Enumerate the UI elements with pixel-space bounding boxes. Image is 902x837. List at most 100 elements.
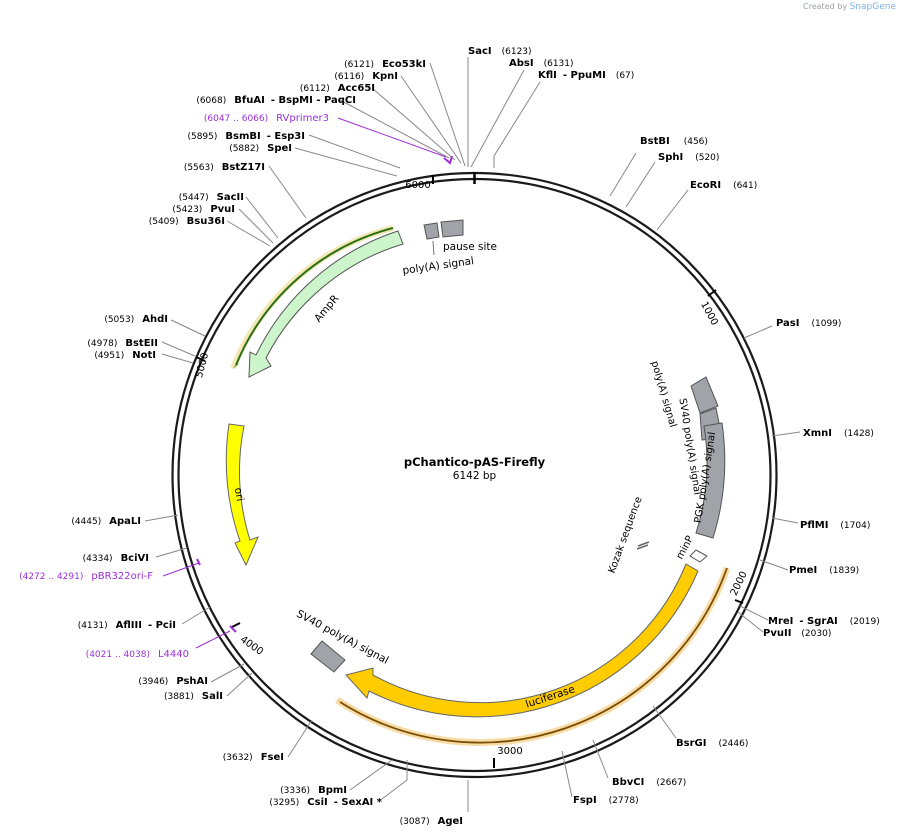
leader-bsu36i xyxy=(226,220,271,247)
kozak-mark-b xyxy=(636,544,649,550)
leader-pvui xyxy=(238,208,274,244)
site-pmei-pos: (1839) xyxy=(829,566,859,576)
site-bbvci-pos: (2667) xyxy=(656,778,686,788)
site-kfli-name: KflI xyxy=(538,70,557,81)
site-bstbi-name: BstBI xyxy=(640,136,670,147)
site-sali: (3881)SalI xyxy=(164,691,223,702)
leader-bsrgi xyxy=(652,705,677,739)
site-pshai-pos: (3946) xyxy=(138,677,168,687)
leader-l4440 xyxy=(195,630,231,649)
leader-sali xyxy=(226,672,253,697)
site-pshai: (3946) PshAI xyxy=(138,676,208,687)
site-pflmi-pos: (1704) xyxy=(840,521,870,531)
site-agei: (3087) AgeI xyxy=(400,816,463,827)
site-bcivi-pos: (4334) xyxy=(83,554,113,564)
site-bsteii: (4978)BstEII xyxy=(87,338,158,349)
site-pvuii: PvuII(2030) xyxy=(763,628,831,639)
site-xmni-name: XmnI xyxy=(803,428,832,439)
ori-arrow xyxy=(225,423,259,567)
kozak-label: Kozak sequence xyxy=(607,495,645,575)
site-absi-pos: (6131) xyxy=(544,59,574,69)
snapgene-credit: Created by SnapGene xyxy=(803,2,896,12)
site-bsrgi-pos: (2446) xyxy=(718,739,748,749)
site-bfuai-name: BfuAI xyxy=(234,95,265,106)
site-bstbi: BstBI (456) xyxy=(640,136,708,147)
site-ecori-pos: (641) xyxy=(733,181,757,191)
site-acc65i-name: Acc65I xyxy=(338,83,375,94)
site-bstbi-pos: (456) xyxy=(684,137,708,147)
ruler-tick-2000 xyxy=(734,599,744,604)
site-bbvci-name: BbvCI xyxy=(612,777,644,788)
site-bstz17i-pos: (5563) xyxy=(184,163,214,173)
site-absi: AbsI(6131) xyxy=(509,58,574,69)
leader-afliii xyxy=(181,606,211,625)
primer-l4440: (4021 .. 4038)L4440 xyxy=(86,649,189,660)
site-bsteii-pos: (4978) xyxy=(87,339,117,349)
site-bsu36i-pos: (5409) xyxy=(149,217,179,227)
site-agei-pos: (3087) xyxy=(400,817,430,827)
site-sacii-name: SacII xyxy=(217,192,244,203)
site-afliii-pos: (4131) xyxy=(78,621,108,631)
pause-site-box xyxy=(440,219,464,238)
site-bsmbi-extra: - Esp3I xyxy=(267,131,305,142)
leader-bcivi xyxy=(155,547,188,558)
site-bstz17i-name: BstZ17I xyxy=(222,162,265,173)
site-kfli-pos: (67) xyxy=(616,71,634,81)
primer-pbr322ori-range: (4272 .. 4291) xyxy=(19,572,83,582)
site-kpni-pos: (6116) xyxy=(334,72,364,82)
ruler-label-6000: 6000 xyxy=(405,180,430,191)
site-noti-pos: (4951) xyxy=(94,351,124,361)
ruler-label-3000: 3000 xyxy=(497,746,522,757)
site-apali-pos: (4445) xyxy=(71,517,101,527)
site-bsmbi-name: BsmBI xyxy=(225,131,260,142)
site-spei-name: SpeI xyxy=(267,143,292,154)
luc-strand-line xyxy=(339,567,728,744)
polya-top-label: poly(A) signal xyxy=(402,255,475,277)
site-sacii-pos: (5447) xyxy=(179,193,209,203)
site-leaders xyxy=(144,57,801,812)
site-csii-extra: - SexAI * xyxy=(334,797,383,808)
primer-pbr322ori: (4272 .. 4291) pBR322ori-F xyxy=(19,571,153,582)
site-saci: SacI(6123) xyxy=(468,46,532,57)
site-fsei-pos: (3632) xyxy=(223,753,253,763)
site-sphi-name: SphI xyxy=(658,152,683,163)
leader-kflI xyxy=(493,81,541,168)
leader-pflmi xyxy=(771,517,799,524)
amp-label: AmpR xyxy=(312,293,341,325)
luc-highlight xyxy=(335,566,731,746)
site-bsu36i-name: Bsu36I xyxy=(187,216,225,227)
ori-label: ori xyxy=(232,487,246,503)
site-agei-name: AgeI xyxy=(438,816,463,827)
leader-xmni xyxy=(771,431,801,437)
site-bfuai-extra: - BspMI - PaqCI xyxy=(271,95,356,106)
luc-strand-head xyxy=(336,699,343,704)
primer-rvprimer3-range: (6047 .. 6066) xyxy=(204,114,268,124)
site-acc65i-pos: (6112) xyxy=(300,84,330,94)
site-fspi-pos: (2778) xyxy=(609,796,639,806)
site-bsu36i: (5409) Bsu36I xyxy=(149,216,225,227)
site-bpmi: (3336)BpmI xyxy=(280,785,347,796)
primer-pbr322ori-name: pBR322ori-F xyxy=(91,571,153,582)
site-xmni: XmnI(1428) xyxy=(803,428,874,439)
site-bfuai: (6068)BfuAI- BspMI - PaqCI xyxy=(196,95,356,106)
site-pflmi: PflMI(1704) xyxy=(800,520,870,531)
site-pvui-name: PvuI xyxy=(210,204,235,215)
site-afliii-name: AflIII xyxy=(116,620,142,631)
site-sali-name: SalI xyxy=(202,691,223,702)
leader-mrei xyxy=(739,605,769,621)
site-saci-pos: (6123) xyxy=(502,47,532,57)
site-pshai-name: PshAI xyxy=(176,676,208,687)
leader-noti xyxy=(161,353,194,364)
amp-arrow xyxy=(248,230,404,378)
site-ahdi-name: AhdI xyxy=(142,314,168,325)
amp-strand-head xyxy=(232,363,240,369)
site-pasi-name: PasI xyxy=(776,318,799,329)
site-kpni: (6116)KpnI xyxy=(334,71,398,82)
site-fspi-name: FspI xyxy=(573,795,597,806)
leader-bsmbi xyxy=(308,134,401,169)
polya-right-label: poly(A) signal xyxy=(649,360,678,429)
leader-bsteii xyxy=(161,341,196,357)
site-pvui-pos: (5423) xyxy=(172,205,202,215)
site-bcivi: (4334)BciVI xyxy=(83,553,149,564)
